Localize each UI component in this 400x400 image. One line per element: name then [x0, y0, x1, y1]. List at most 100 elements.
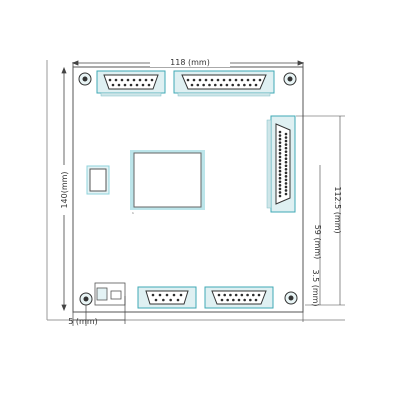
- connector-pin: [147, 83, 151, 87]
- connector-pin: [216, 78, 220, 82]
- connector-pin: [234, 78, 238, 82]
- connector-pin: [278, 152, 282, 155]
- connector-pin: [284, 182, 288, 185]
- connector-pin: [144, 78, 148, 82]
- connector-pin: [162, 298, 165, 302]
- connector-pin: [117, 83, 121, 87]
- connector-pin: [246, 293, 249, 297]
- dimension-right-extensions: [296, 115, 345, 322]
- connector-pin: [219, 83, 223, 87]
- connector-pin: [234, 293, 238, 297]
- connector-pin: [278, 169, 282, 173]
- connector-pin: [240, 78, 244, 82]
- connector-pin: [232, 298, 235, 302]
- connector-pin: [278, 130, 282, 134]
- dimension-bottom-left: [72, 296, 126, 326]
- connector-pin: [226, 298, 229, 302]
- dimension-bottom-left-label: 5 (mm): [68, 317, 97, 326]
- connector-pin: [284, 153, 288, 157]
- connector-pin: [284, 167, 288, 171]
- connector-pin: [217, 293, 221, 297]
- connector-pin: [126, 78, 130, 82]
- mounting-hole-bottom-left: [79, 292, 93, 306]
- db25-pins: [186, 78, 262, 87]
- connector-pin: [278, 173, 282, 176]
- connector-pin: [204, 78, 208, 82]
- db9-connector-bottom: [137, 286, 197, 309]
- connector-pin: [186, 78, 190, 82]
- connector-pin: [114, 78, 118, 82]
- connector-pin: [165, 293, 169, 297]
- connector-pin: [278, 191, 282, 194]
- connector-pin: [240, 293, 244, 297]
- connector-pin: [254, 298, 258, 302]
- connector-pin: [129, 83, 133, 87]
- connector-pin: [154, 298, 158, 302]
- connector-pin: [249, 298, 252, 302]
- connector-pin: [278, 187, 282, 191]
- connector-pin: [138, 78, 142, 82]
- connector-pin: [254, 83, 258, 87]
- db37-pins: [278, 130, 288, 198]
- connector-pin: [258, 78, 262, 82]
- connector-pin: [284, 160, 288, 164]
- connector-pin: [151, 293, 155, 297]
- connector-pin: [132, 78, 136, 82]
- connector-pin: [237, 83, 240, 87]
- connector-pin: [284, 189, 288, 192]
- connector-pin: [243, 298, 246, 302]
- connector-pin: [196, 83, 200, 87]
- connector-pin: [172, 293, 176, 297]
- connector-pin: [284, 175, 288, 178]
- dim-label-bg: [150, 56, 230, 67]
- connector-pin: [278, 180, 282, 184]
- db25-connector-top: [173, 70, 275, 97]
- connector-pin: [220, 298, 224, 302]
- connector-pin: [120, 78, 124, 82]
- connector-pin: [229, 293, 232, 297]
- connector-pin: [176, 298, 180, 302]
- connector-pin: [284, 171, 288, 175]
- db37-connector-right: [266, 115, 296, 213]
- db15-connector-bottom: [204, 286, 274, 309]
- connector-pin: [278, 148, 282, 152]
- db15-connector-top: [96, 70, 166, 97]
- connector-pin: [123, 83, 127, 87]
- mounting-hole-top-left: [78, 72, 92, 86]
- dim-label-bg: [59, 165, 70, 215]
- connector-pin: [192, 78, 196, 82]
- db15-bottom-pins: [217, 293, 261, 302]
- connector-pin: [222, 78, 226, 82]
- connector-pin: [278, 184, 282, 187]
- connector-pin: [190, 83, 194, 87]
- connector-pin: [111, 83, 115, 87]
- connector-pin: [284, 192, 288, 196]
- mounting-hole-top-right: [283, 72, 297, 86]
- connector-pin: [278, 159, 282, 162]
- connector-pin: [284, 164, 288, 168]
- connector-pin: [284, 143, 288, 146]
- small-ic-component: [86, 165, 110, 195]
- dimension-right-upper-label: 112.5 (mm): [333, 186, 342, 233]
- connector-pin: [284, 139, 288, 143]
- connector-pin: [278, 141, 282, 144]
- connector-pin: [284, 150, 288, 153]
- connector-pin: [231, 83, 235, 87]
- connector-pin: [284, 178, 288, 182]
- db9-pins: [151, 293, 183, 302]
- connector-pin: [278, 162, 282, 166]
- connector-pin: [202, 83, 205, 87]
- connector-pin: [223, 293, 227, 297]
- connector-pin: [284, 146, 288, 150]
- connector-pin: [251, 293, 255, 297]
- svg-text:1: 1: [132, 211, 134, 215]
- connector-pin: [284, 136, 288, 139]
- connector-pin: [278, 155, 282, 159]
- connector-pin: [198, 78, 202, 82]
- connector-pin: [158, 293, 162, 297]
- connector-pin: [225, 83, 229, 87]
- dimension-left-height-label: 140(mm): [60, 171, 69, 208]
- connector-pin: [141, 83, 145, 87]
- db15-pins: [108, 78, 154, 87]
